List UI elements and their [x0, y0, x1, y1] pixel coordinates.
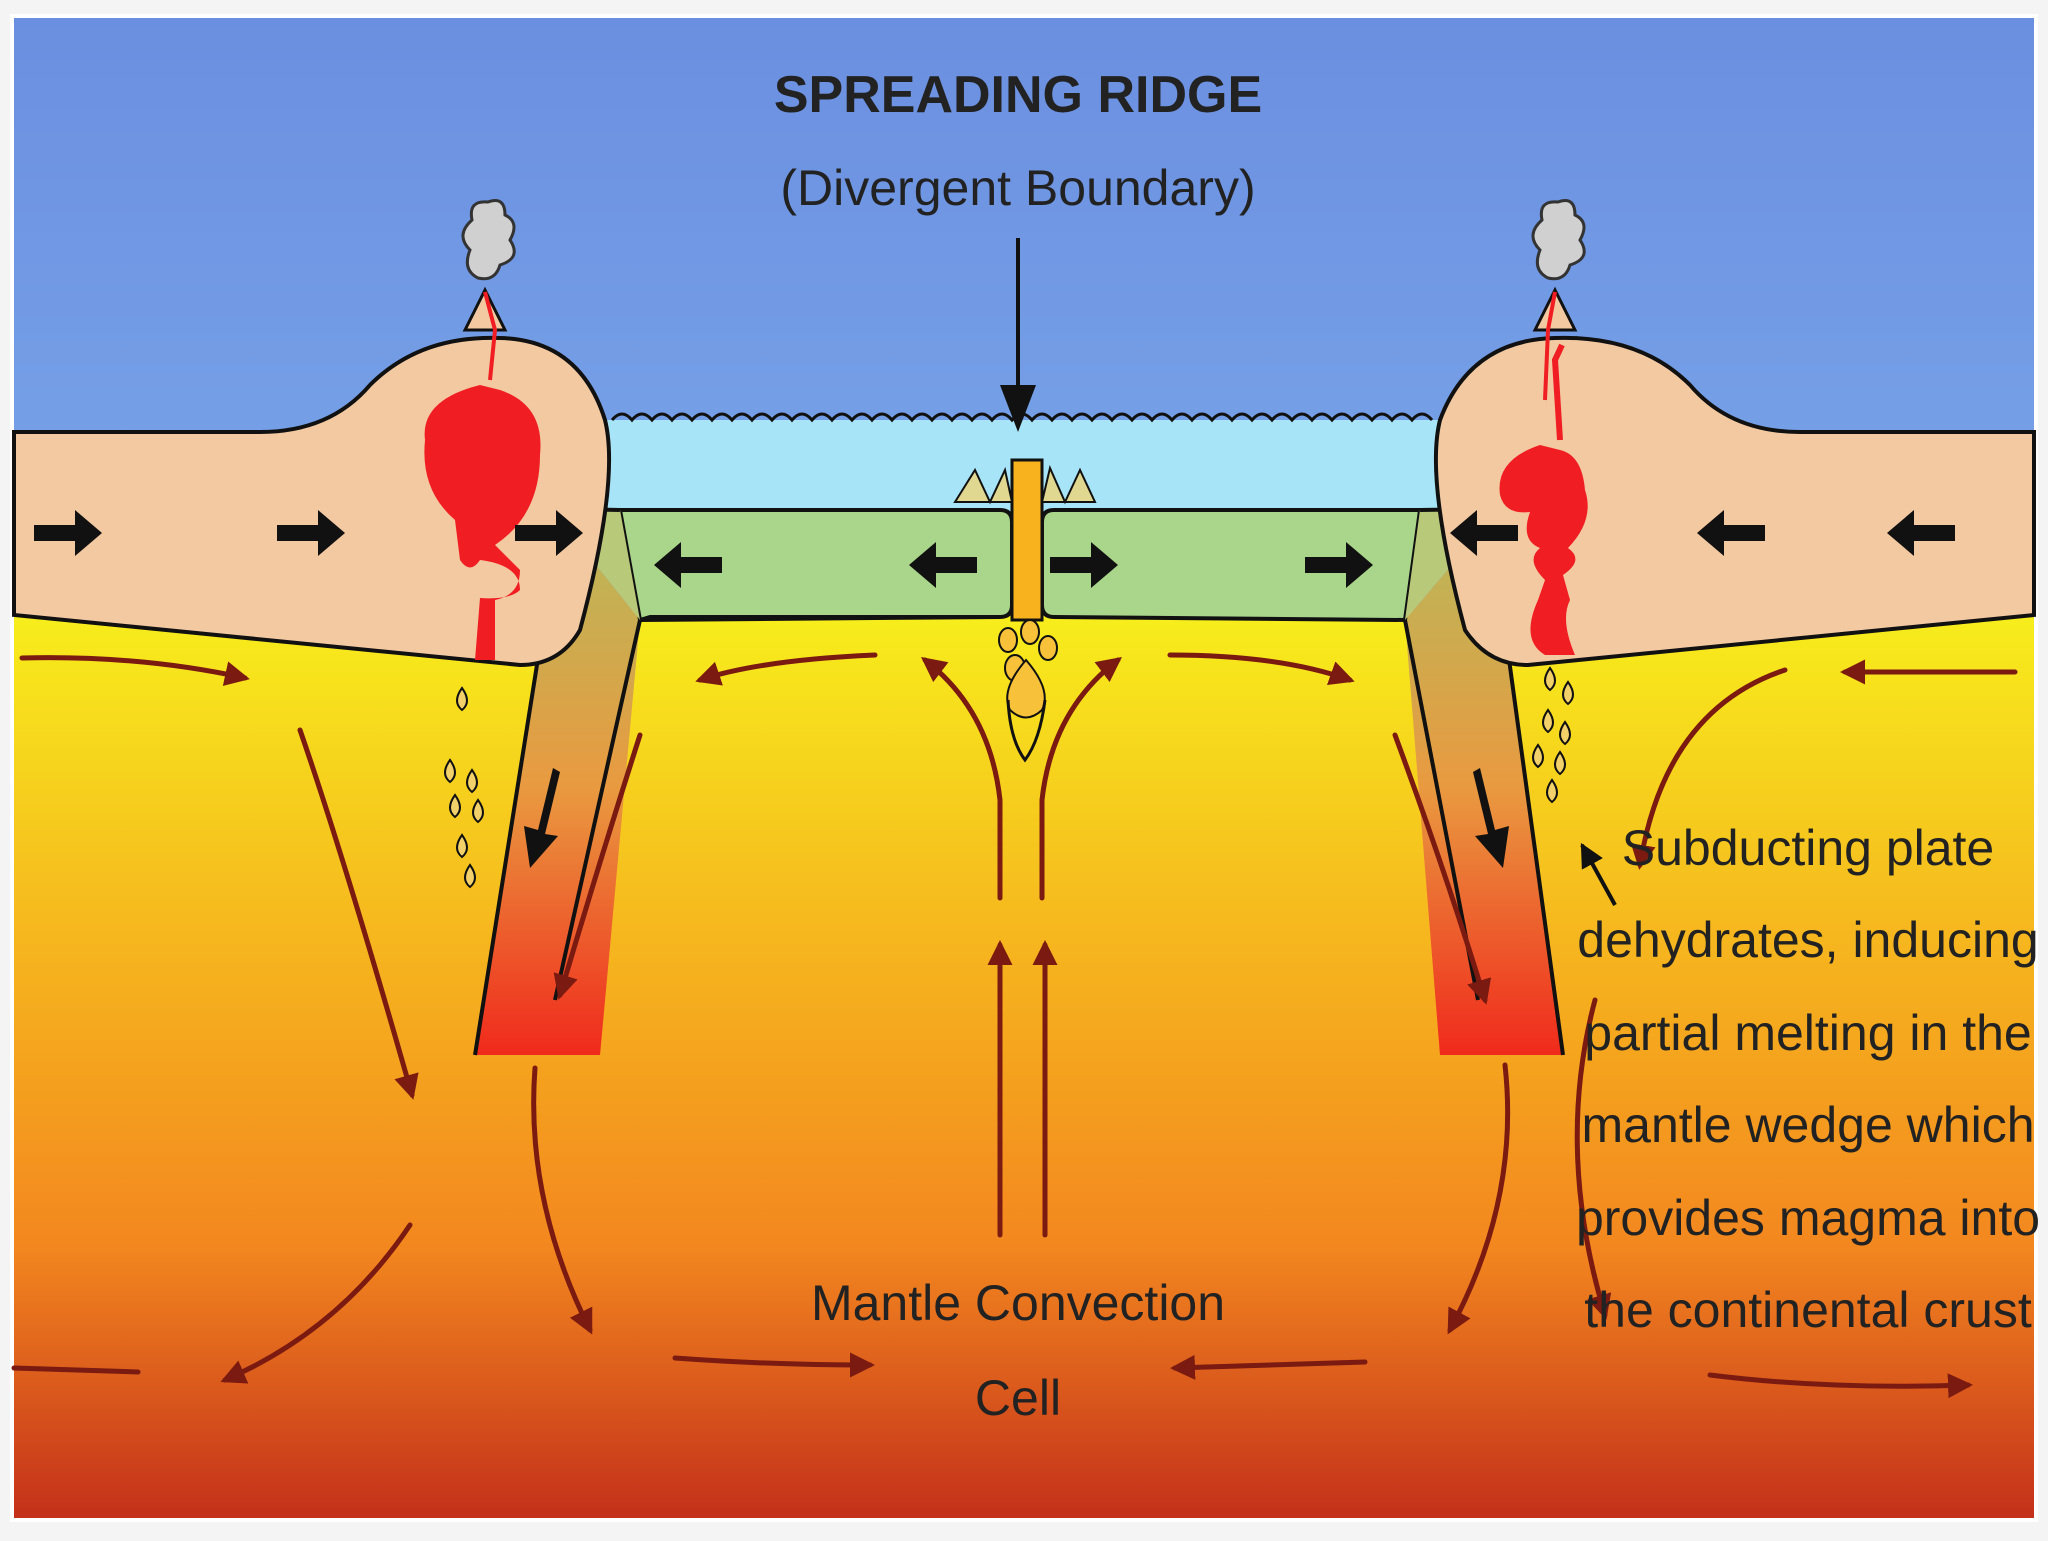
- mantle: [14, 610, 2034, 1518]
- subduction-note-line: provides magma into: [1576, 1190, 2040, 1246]
- subduction-note: Subducting plate dehydrates, inducing pa…: [1576, 820, 2040, 1338]
- right-continental-crust: [1433, 335, 2036, 668]
- ridge-lava-left: [953, 466, 1014, 505]
- subduction-note-line: the continental crust: [1584, 1282, 2032, 1338]
- subduction-pointer: [1580, 842, 1617, 906]
- convection-arrow-icon: [11, 652, 2018, 1399]
- left-subducting-slab: [475, 520, 640, 1055]
- ridge-lava-right: [1040, 464, 1097, 505]
- right-volcano-cone: [1532, 286, 1578, 332]
- ridge-pointer-head: [1000, 385, 1036, 432]
- subduction-note-line: Subducting plate: [1622, 820, 1995, 876]
- ridge-magma: [1010, 458, 1044, 622]
- subduction-note-line: dehydrates, inducing: [1577, 912, 2038, 968]
- subduction-note-line: partial melting in the: [1584, 1005, 2031, 1061]
- ridge-magma-drops: [998, 619, 1058, 719]
- left-magma-chamber: [424, 385, 541, 660]
- left-magma-droplets: [444, 686, 484, 889]
- mantle-label-line2: Cell: [975, 1370, 1061, 1426]
- subduction-note-line: mantle wedge which: [1581, 1097, 2034, 1153]
- left-volcano-cone: [462, 286, 508, 332]
- right-magma-chamber: [1499, 445, 1588, 655]
- volcano-plume-icon: [1531, 199, 1586, 281]
- diagram-title: SPREADING RIDGE: [774, 66, 1262, 124]
- diagram-subtitle: (Divergent Boundary): [780, 160, 1255, 216]
- right-magma-droplets: [1532, 666, 1574, 804]
- plate-motion-arrow-icon: [34, 510, 1955, 868]
- volcano-plume-icon: [461, 199, 516, 281]
- mantle-label-line1: Mantle Convection: [811, 1275, 1225, 1331]
